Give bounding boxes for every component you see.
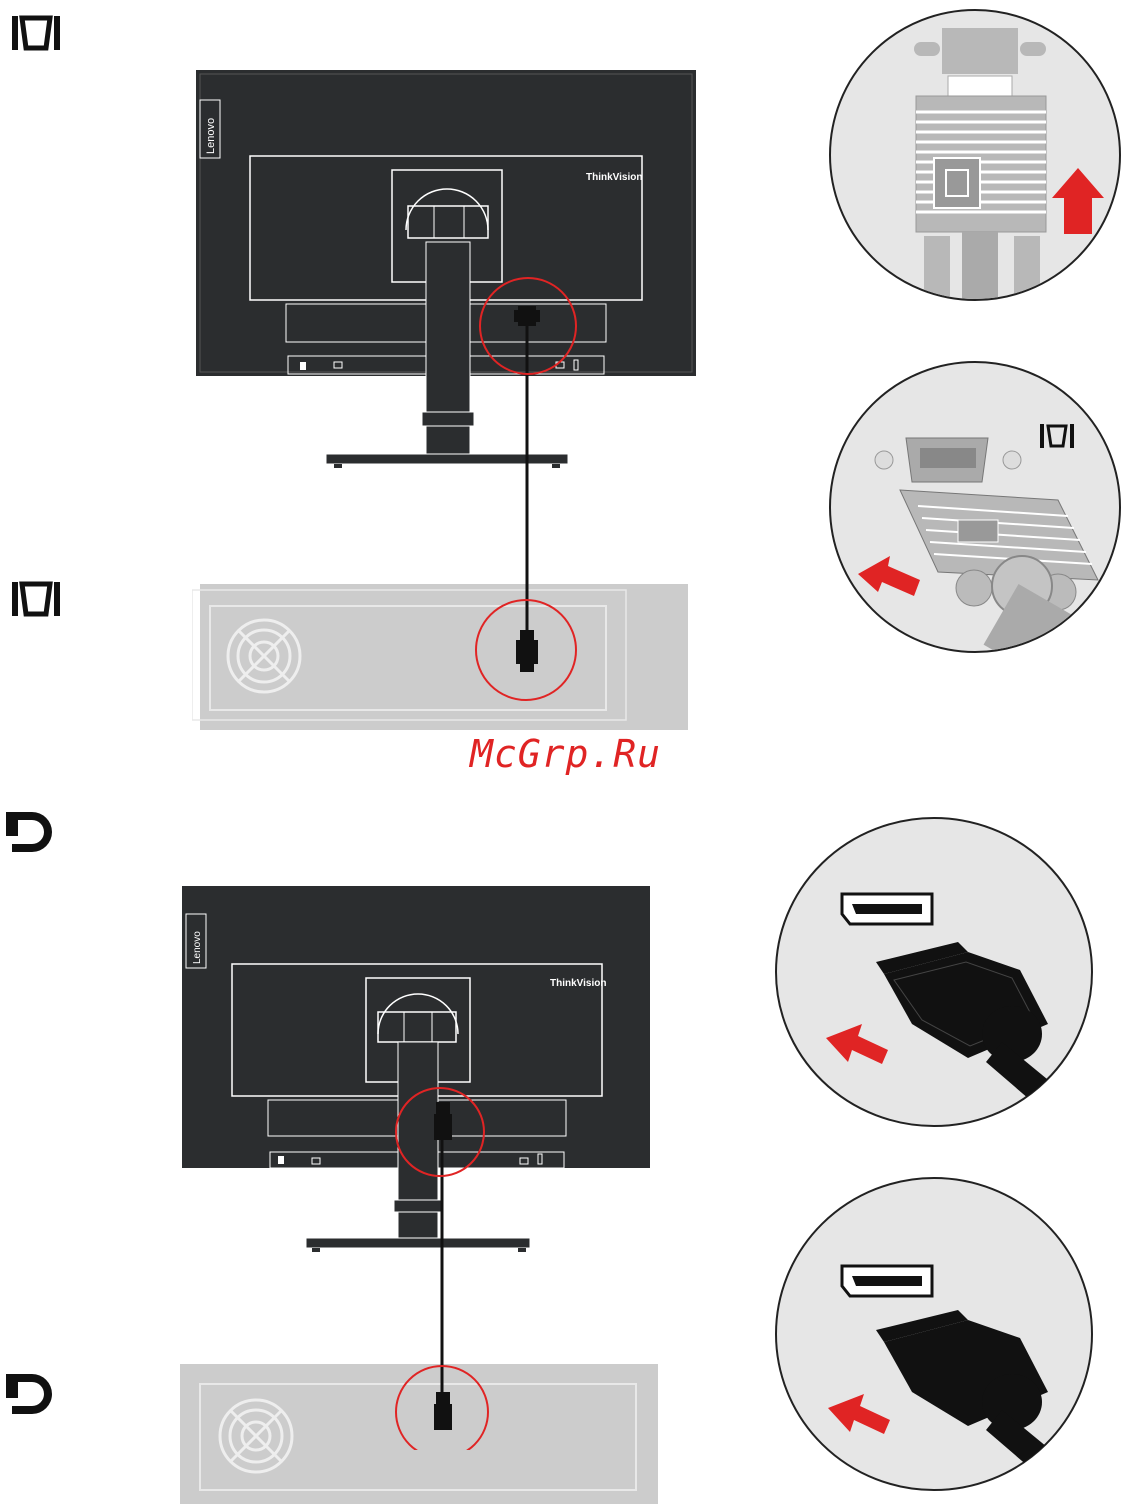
vga-port-icon-pc xyxy=(10,578,62,620)
displayport-icon-pc xyxy=(4,1370,58,1418)
watermark-text: McGrp.Ru xyxy=(470,732,661,776)
thinkvision-logo-2: ThinkVision xyxy=(550,978,607,989)
pc-back-panel-vga xyxy=(192,584,688,730)
vga-port-icon xyxy=(10,12,62,54)
lenovo-logo-2: Lenovo xyxy=(192,931,203,964)
displayport-icon xyxy=(4,808,58,856)
displayport-connector-detail-bottom xyxy=(772,1176,1098,1494)
vga-cable xyxy=(470,270,590,710)
vga-connector-detail-bottom xyxy=(828,360,1122,654)
monitor-back-vga: Lenovo ThinkVision xyxy=(196,70,696,470)
displayport-cable xyxy=(390,1080,500,1450)
thinkvision-logo: ThinkVision xyxy=(586,172,643,183)
lenovo-logo: Lenovo xyxy=(205,118,217,154)
displayport-connector-detail-top xyxy=(772,816,1098,1132)
vga-connector-detail-top xyxy=(828,8,1122,302)
